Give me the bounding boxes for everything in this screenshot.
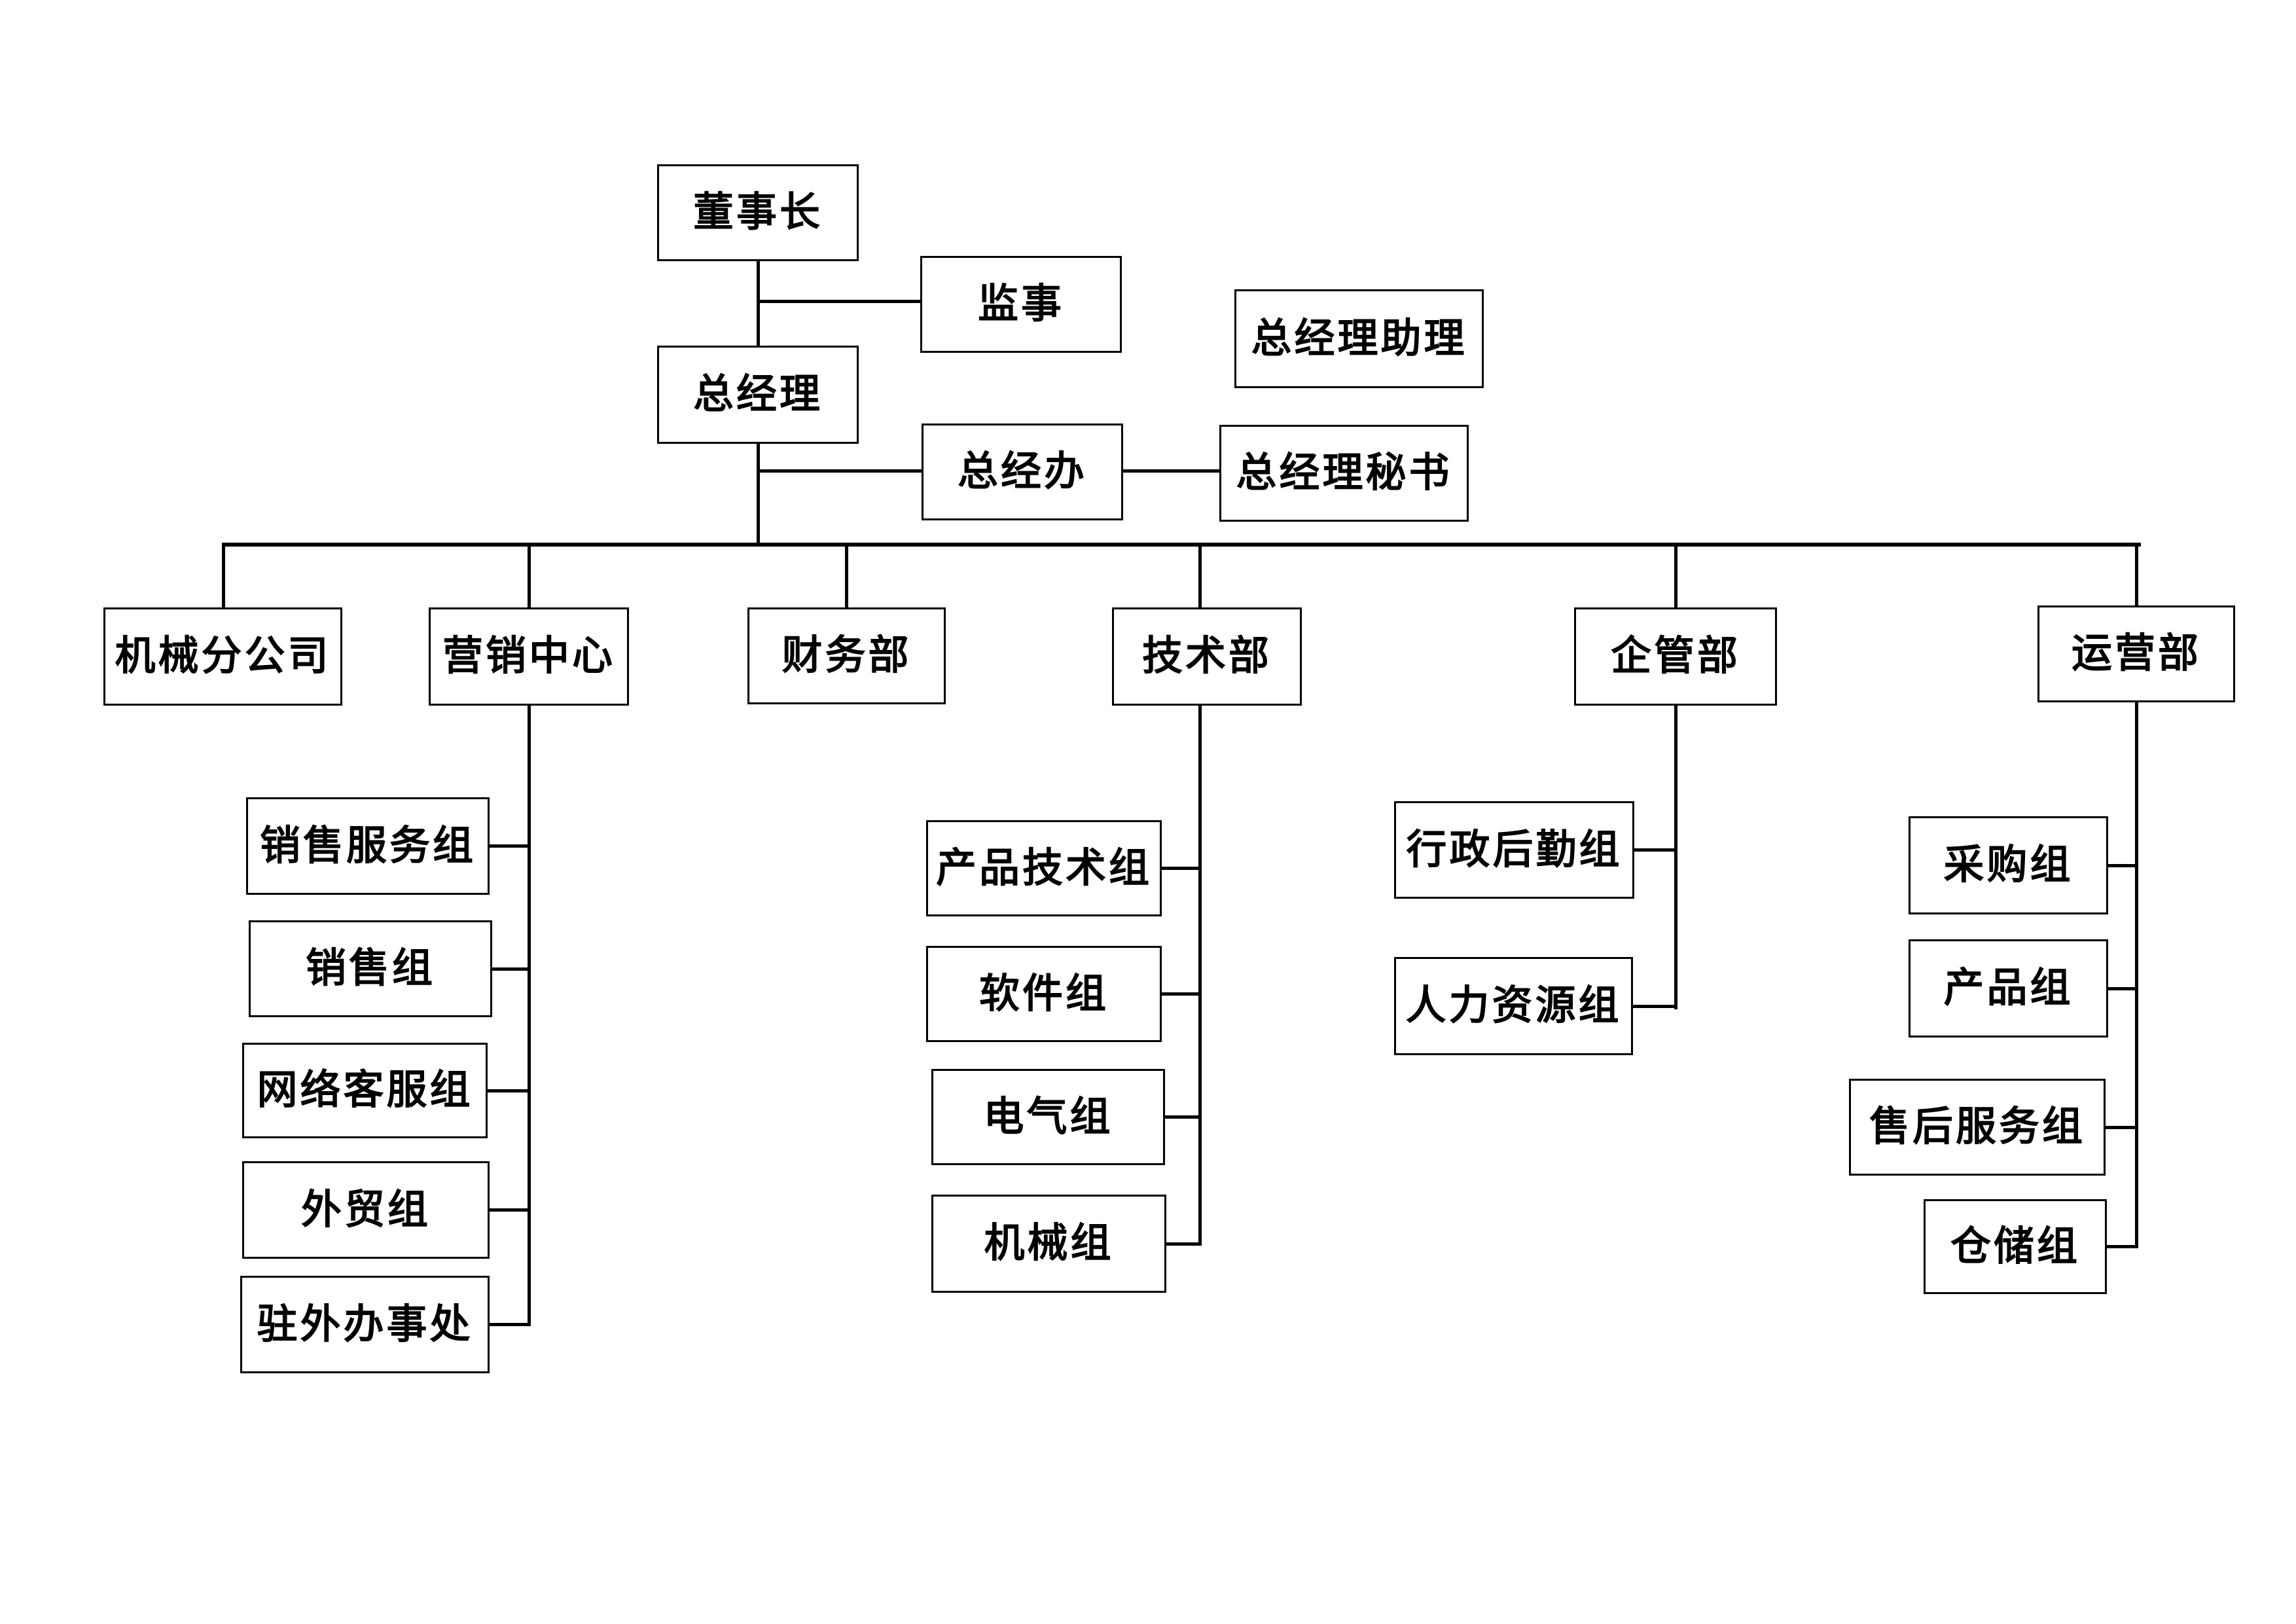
connector-stub-sales-group (492, 967, 529, 971)
org-node-admin-logistics-group-label: 行政后勤组 (1406, 827, 1623, 873)
org-node-sales-group-label: 销售组 (305, 947, 435, 991)
org-node-software-group-label: 软件组 (978, 971, 1109, 1017)
org-node-finance-dept: 财务部 (747, 607, 946, 704)
connector-stub-warehousing-group (2107, 1245, 2136, 1248)
org-node-sales-group: 销售组 (249, 920, 492, 1017)
org-node-supervisor-label: 监事 (977, 282, 1064, 327)
connector-stub-mechanical-group (1166, 1242, 1202, 1246)
org-node-foreign-trade-group-label: 外贸组 (300, 1187, 431, 1233)
org-node-product-tech-group-label: 产品技术组 (935, 846, 1152, 891)
org-node-general-manager-label: 总经理 (692, 372, 823, 417)
org-node-purchasing-group-label: 采购组 (1943, 843, 2073, 888)
org-node-electrical-group-label: 电气组 (983, 1094, 1113, 1140)
org-node-marketing-center: 营销中心 (429, 607, 629, 706)
org-node-overseas-offices: 驻外办事处 (240, 1276, 490, 1373)
org-node-chairman-label: 董事长 (692, 190, 823, 235)
connector-stub-product-tech-group (1162, 867, 1200, 870)
org-node-chairman: 董事长 (657, 164, 859, 261)
org-node-enterprise-mgmt-dept-label: 企管部 (1610, 634, 1740, 679)
org-node-product-group: 产品组 (1909, 939, 2108, 1038)
connector-drop-enterprise-mgmt-dept (1674, 543, 1677, 607)
connector-trunk-technology (1198, 704, 1202, 1246)
org-node-warehousing-group-label: 仓储组 (1950, 1224, 2080, 1269)
org-node-sales-service-group-label: 销售服务组 (259, 823, 476, 869)
connector-gm-gmoffice (758, 469, 922, 473)
connector-stub-electrical-group (1165, 1115, 1202, 1119)
org-node-foreign-trade-group: 外贸组 (242, 1161, 490, 1259)
org-node-aftersales-group-label: 售后服务组 (1869, 1105, 2085, 1149)
org-node-machinery-branch-label: 机械分公司 (115, 634, 331, 679)
connector-gm-mainline (757, 444, 760, 545)
connector-drop-operations-dept (2135, 543, 2138, 605)
org-node-electrical-group: 电气组 (931, 1069, 1165, 1165)
org-node-gm-office-label: 总经办 (957, 450, 1087, 494)
connector-stub-hr-group (1633, 1005, 1676, 1008)
connector-stub-overseas-offices (490, 1323, 529, 1326)
connector-stub-product-group (2108, 987, 2136, 990)
connector-drop-technology-dept (1198, 543, 1202, 607)
org-node-mechanical-group-label: 机械组 (984, 1221, 1114, 1266)
org-node-software-group: 软件组 (926, 946, 1162, 1042)
org-node-general-manager: 总经理 (657, 346, 859, 444)
connector-trunk-operations (2135, 702, 2138, 1248)
org-node-purchasing-group: 采购组 (1909, 816, 2108, 914)
connector-trunk-marketing (528, 704, 531, 1326)
connector-drop-marketing-center (528, 543, 531, 607)
connector-chairman-supervisor (758, 300, 920, 303)
org-node-gm-assistant: 总经理助理 (1234, 289, 1484, 388)
connector-gmoffice-gmsecretary (1123, 469, 1219, 473)
org-node-overseas-offices-label: 驻外办事处 (257, 1302, 473, 1347)
org-node-finance-dept-label: 财务部 (781, 634, 912, 678)
org-node-gm-assistant-label: 总经理助理 (1251, 316, 1467, 361)
org-node-mechanical-group: 机械组 (931, 1195, 1166, 1293)
connector-drop-finance-dept (845, 543, 848, 607)
org-node-technology-dept: 技术部 (1112, 607, 1302, 706)
connector-stub-purchasing-group (2108, 864, 2136, 867)
org-node-hr-group: 人力资源组 (1394, 957, 1633, 1055)
connector-stub-online-service-group (488, 1089, 529, 1092)
org-node-product-group-label: 产品组 (1943, 966, 2073, 1011)
connector-chairman-gm (757, 261, 760, 347)
org-node-machinery-branch: 机械分公司 (103, 607, 342, 706)
org-node-technology-dept-label: 技术部 (1141, 634, 1272, 679)
connector-drop-machinery-branch (222, 543, 225, 607)
org-node-gm-secretary: 总经理秘书 (1219, 425, 1469, 522)
connector-main-rail (223, 543, 2141, 547)
org-node-operations-dept-label: 运营部 (2071, 632, 2201, 676)
org-node-online-service-group-label: 网络客服组 (257, 1068, 473, 1113)
org-node-enterprise-mgmt-dept: 企管部 (1574, 607, 1777, 706)
connector-trunk-enterprise-mgmt (1674, 704, 1677, 1009)
org-node-gm-secretary-label: 总经理秘书 (1236, 451, 1452, 496)
connector-stub-sales-service-group (490, 844, 529, 848)
org-node-supervisor: 监事 (920, 256, 1122, 353)
org-node-hr-group-label: 人力资源组 (1405, 984, 1622, 1028)
org-node-product-tech-group: 产品技术组 (926, 820, 1162, 916)
org-node-sales-service-group: 销售服务组 (246, 797, 490, 895)
org-node-admin-logistics-group: 行政后勤组 (1394, 801, 1634, 899)
connector-stub-foreign-trade-group (490, 1208, 529, 1212)
org-node-marketing-center-label: 营销中心 (442, 634, 615, 679)
connector-stub-software-group (1162, 992, 1200, 996)
org-node-warehousing-group: 仓储组 (1924, 1199, 2107, 1294)
org-node-aftersales-group: 售后服务组 (1849, 1079, 2106, 1176)
connector-stub-admin-logistics-group (1634, 848, 1676, 852)
org-node-online-service-group: 网络客服组 (242, 1043, 488, 1138)
connector-stub-aftersales-group (2106, 1126, 2136, 1129)
org-node-gm-office: 总经办 (922, 424, 1123, 520)
org-node-operations-dept: 运营部 (2037, 605, 2235, 702)
